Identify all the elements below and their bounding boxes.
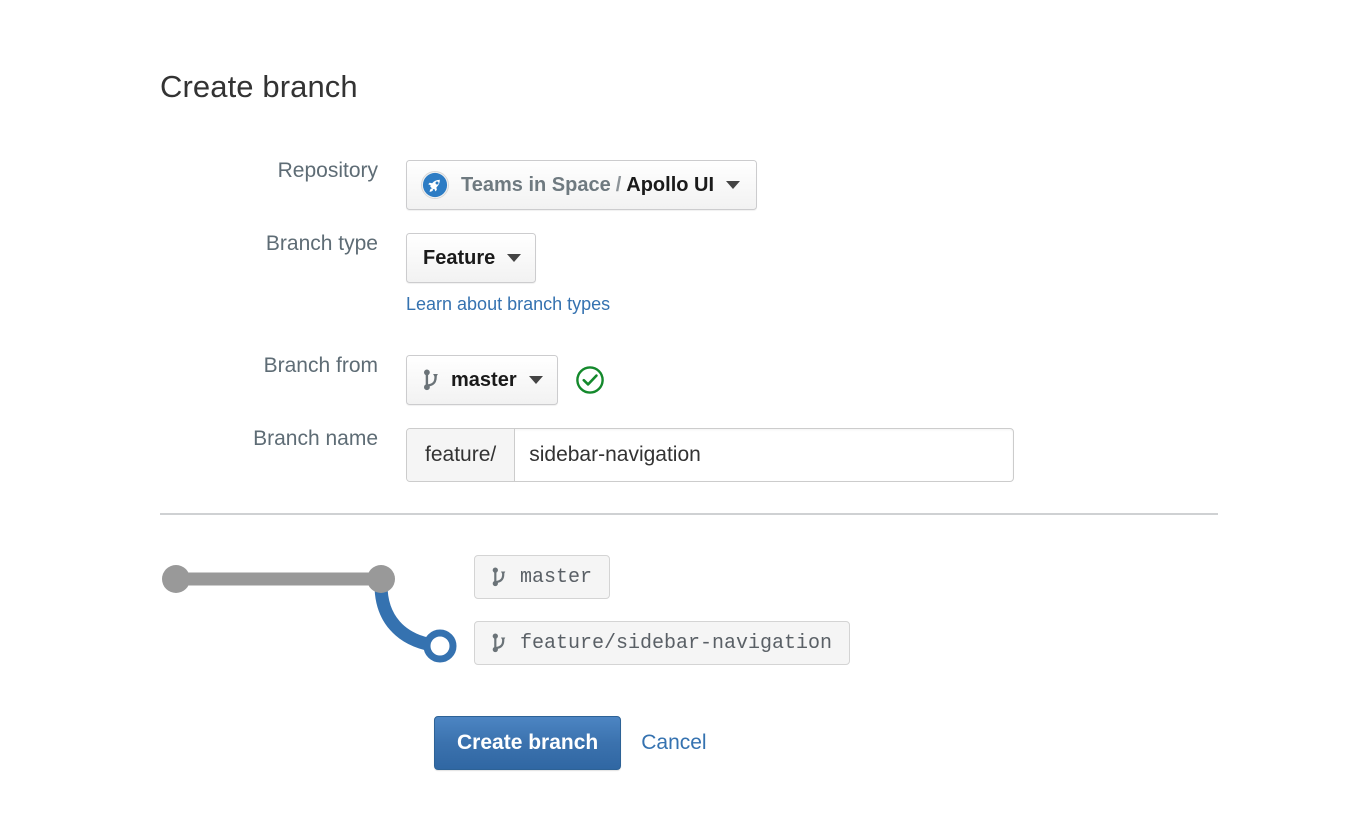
chevron-down-icon	[528, 376, 543, 384]
branch-from-select[interactable]: master	[406, 355, 558, 405]
chevron-down-icon	[726, 181, 741, 189]
branch-chip-master: master	[474, 555, 611, 599]
branch-from-label: Branch from	[263, 354, 378, 377]
page-title: Create branch	[160, 68, 358, 104]
branch-name-label: Branch name	[253, 427, 378, 450]
branch-from-value: master	[451, 368, 517, 391]
branch-name-input-group: feature/	[406, 428, 1014, 482]
branch-name-prefix: feature/	[407, 429, 516, 481]
branch-chip-label: feature/sidebar-navigation	[520, 631, 833, 655]
check-circle-icon	[575, 366, 604, 394]
rocket-avatar-icon	[421, 171, 449, 199]
repository-label: Repository	[277, 159, 378, 182]
form-row-repository: Repository Teams in Space / Apollo UI	[0, 160, 1360, 210]
branch-chip-row: feature/sidebar-navigation	[474, 621, 851, 665]
chevron-down-icon	[507, 254, 522, 262]
form-row-branch-name: Branch name feature/	[0, 428, 1360, 482]
branch-chip-feature: feature/sidebar-navigation	[474, 621, 851, 665]
branch-chip-label: master	[520, 565, 593, 589]
form-row-branch-type: Branch type Feature Learn about branch t…	[0, 233, 1360, 315]
repository-separator: /	[615, 173, 622, 196]
branch-type-value: Feature	[423, 246, 496, 269]
create-branch-button[interactable]: Create branch	[434, 716, 622, 770]
form-actions: Create branch Cancel	[434, 716, 707, 770]
branch-icon	[492, 633, 506, 653]
branch-chip-row: master	[474, 555, 850, 599]
branch-type-select[interactable]: Feature	[406, 233, 537, 283]
section-divider	[160, 513, 1218, 515]
repository-name: Apollo UI	[626, 173, 715, 196]
branch-icon	[424, 369, 438, 391]
graph-node-new-branch	[423, 629, 457, 663]
repository-owner: Teams in Space	[461, 173, 611, 196]
branch-icon	[492, 567, 506, 587]
graph-node-start	[162, 565, 190, 593]
cancel-link[interactable]: Cancel	[641, 731, 707, 754]
branch-chip-list: master feature/sidebar-navigation	[474, 555, 851, 665]
learn-about-branch-types-link[interactable]: Learn about branch types	[406, 294, 611, 314]
graph-node-branch-point	[367, 565, 395, 593]
branch-type-label: Branch type	[265, 232, 378, 255]
branch-graph	[150, 545, 480, 670]
repository-select[interactable]: Teams in Space / Apollo UI	[406, 160, 758, 210]
form-row-branch-from: Branch from master	[0, 355, 1360, 405]
branch-name-input[interactable]	[515, 429, 1013, 481]
